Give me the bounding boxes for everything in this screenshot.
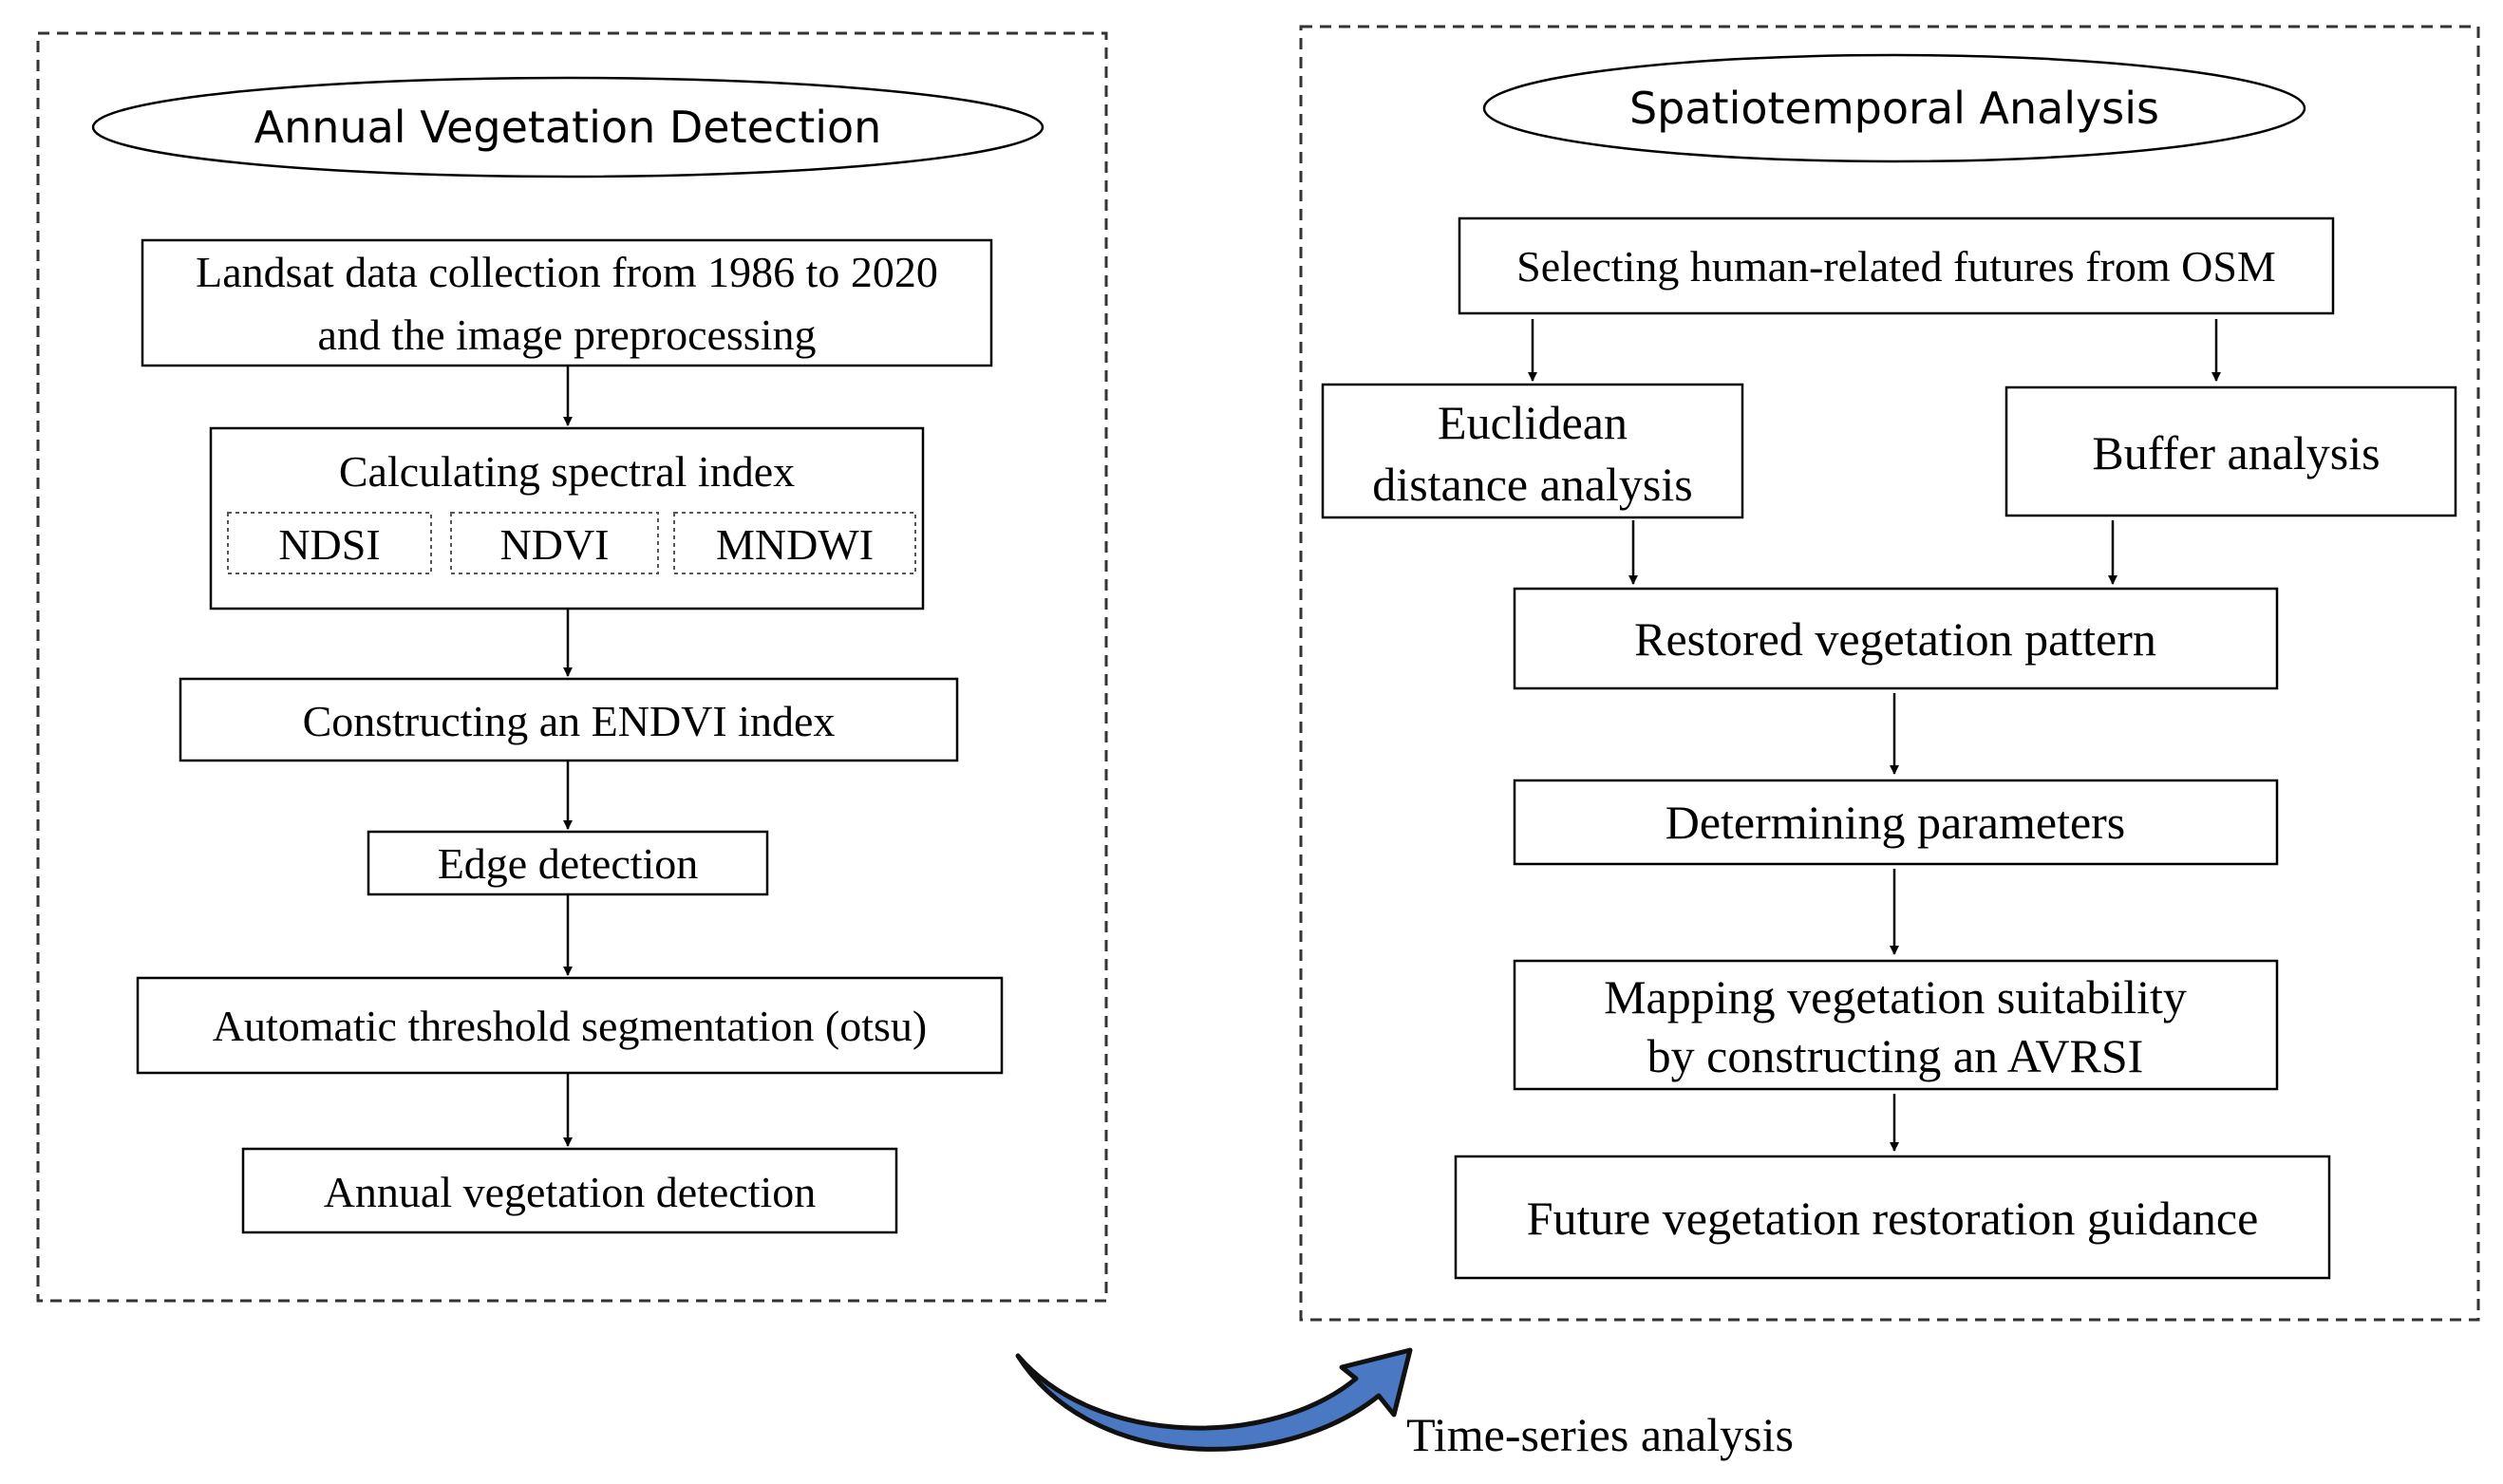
step-otsu-label: Automatic threshold segmentation (otsu): [213, 1002, 927, 1050]
time-series-connector: Time-series analysis: [1015, 1347, 1794, 1461]
step-restored-label: Restored vegetation pattern: [1634, 612, 2156, 666]
step-euclid-line1: Euclidean: [1438, 396, 1628, 449]
step-landsat: Landsat data collection from 1986 to 202…: [141, 238, 993, 367]
step-spectral-title: Calculating spectral index: [339, 447, 795, 496]
right-panel-title: Spatiotemporal Analysis: [1482, 53, 2306, 163]
index-ndvi: NDVI: [450, 512, 659, 574]
step-osm: Selecting human-related futures from OSM: [1458, 216, 2335, 315]
index-ndsi-label: NDSI: [278, 520, 380, 569]
step-mapping-line2: by constructing an AVRSI: [1647, 1029, 2144, 1082]
step-spectral: Calculating spectral index NDSI NDVI MND…: [209, 426, 925, 611]
index-ndsi: NDSI: [227, 512, 432, 574]
step-osm-label: Selecting human-related futures from OSM: [1516, 242, 2276, 291]
left-title-ellipse: [91, 76, 1044, 178]
right-panel-border: [1299, 25, 2480, 1322]
step-restored: Restored vegetation pattern: [1513, 587, 2279, 690]
index-mndwi: MNDWI: [673, 512, 916, 574]
left-panel: Annual Vegetation Detection Landsat data…: [36, 31, 1108, 1303]
left-title-text: Annual Vegetation Detection: [254, 102, 882, 153]
step-endvi: Constructing an ENDVI index: [179, 677, 959, 762]
step-buffer: Buffer analysis: [2004, 385, 2457, 517]
step-future-label: Future vegetation restoration guidance: [1527, 1192, 2259, 1245]
step-landsat-line1: Landsat data collection from 1986 to 202…: [196, 248, 938, 296]
right-panel: Spatiotemporal Analysis Selecting human-…: [1299, 25, 2480, 1322]
step-params: Determining parameters: [1513, 779, 2279, 866]
index-mndwi-label: MNDWI: [716, 520, 874, 569]
step-annual: Annual vegetation detection: [241, 1147, 898, 1234]
step-mapping: Mapping vegetation suitability by constr…: [1513, 959, 2279, 1091]
step-landsat-line2: and the image preprocessing: [318, 310, 817, 359]
right-title-text: Spatiotemporal Analysis: [1629, 83, 2159, 134]
step-mapping-line1: Mapping vegetation suitability: [1604, 970, 2187, 1024]
left-panel-border: [36, 31, 1108, 1303]
step-buffer-label: Buffer analysis: [2092, 426, 2380, 479]
step-euclid-line2: distance analysis: [1372, 458, 1692, 511]
step-params-label: Determining parameters: [1666, 796, 2126, 849]
curved-arrow-icon: [1015, 1347, 1413, 1452]
step-endvi-label: Constructing an ENDVI index: [303, 697, 836, 745]
step-edge-label: Edge detection: [438, 839, 699, 888]
right-title-ellipse: [1482, 53, 2306, 163]
step-euclid: Euclidean distance analysis: [1321, 383, 1744, 519]
index-ndvi-label: NDVI: [500, 520, 610, 569]
step-otsu: Automatic threshold segmentation (otsu): [136, 976, 1004, 1075]
step-future: Future vegetation restoration guidance: [1454, 1155, 2331, 1280]
time-series-label: Time-series analysis: [1406, 1408, 1794, 1461]
left-panel-title: Annual Vegetation Detection: [91, 76, 1044, 178]
step-annual-label: Annual vegetation detection: [324, 1168, 817, 1216]
step-edge: Edge detection: [367, 830, 769, 896]
